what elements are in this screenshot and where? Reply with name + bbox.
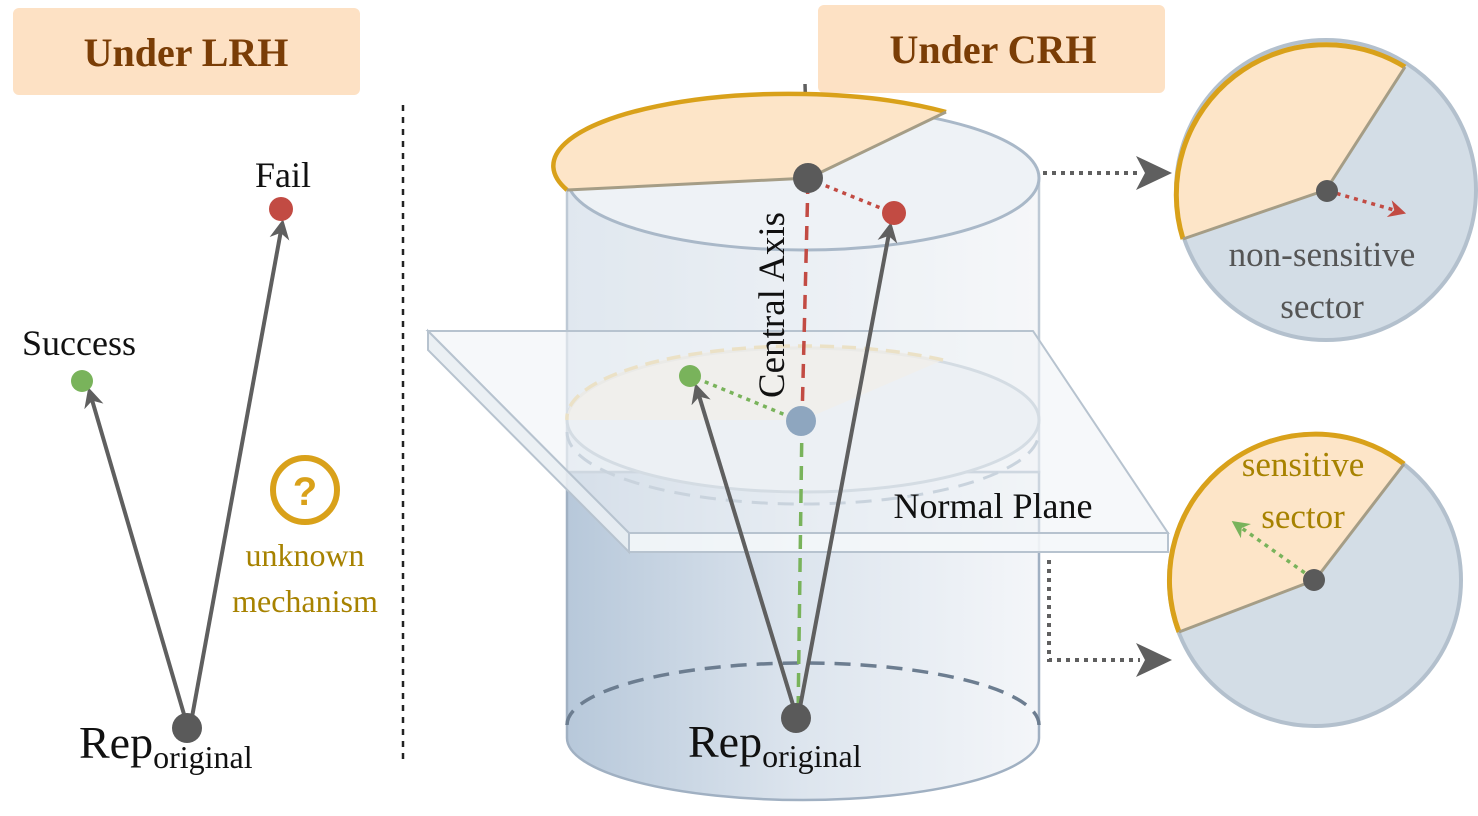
crh-title-box xyxy=(818,5,1165,93)
bottom-inset-green-arrow xyxy=(1231,520,1314,580)
top-inset-edge-b xyxy=(1182,188,1327,241)
bottom-inset-arrowhead xyxy=(1136,643,1172,677)
axis-center-point xyxy=(786,406,816,436)
crh-success-arrow xyxy=(691,383,799,719)
cylinder-lower-body xyxy=(565,470,1041,802)
unknown-line1: unknown xyxy=(245,537,364,573)
crh-success-point xyxy=(679,365,701,387)
lrh-rep-sub: original xyxy=(153,739,253,775)
top-sector-edge-b xyxy=(566,176,810,192)
top-sector-edge-a xyxy=(808,110,947,180)
question-icon xyxy=(270,455,340,525)
lrh-rep-main: Rep xyxy=(79,717,153,768)
crh-title: Under CRH xyxy=(889,27,1096,72)
crh-rep-label: Reporiginal xyxy=(688,716,862,774)
lrh-title: Under LRH xyxy=(84,30,289,75)
question-mark: ? xyxy=(293,470,317,514)
sensitive-line2: sector xyxy=(1261,497,1345,536)
non-sensitive-line1: non-sensitive xyxy=(1229,235,1416,274)
bottom-inset-edge-b xyxy=(1178,578,1316,634)
bottom-inset: sensitive sector xyxy=(1166,431,1463,728)
crh-rep-sub: original xyxy=(762,738,862,774)
fail-arrow xyxy=(188,219,290,729)
sensitive-line1: sensitive xyxy=(1242,445,1364,484)
top-inset-arrowhead xyxy=(1136,156,1172,190)
bottom-inset-edge-a xyxy=(1313,463,1406,581)
fail-label: Fail xyxy=(255,155,311,195)
cylinder-bottom-back xyxy=(565,661,1041,726)
unknown-line2: mechanism xyxy=(232,583,378,619)
top-sector-arc xyxy=(551,91,947,192)
success-label: Success xyxy=(22,323,136,363)
cross-section-front-edge xyxy=(565,431,1041,506)
crh-fail-arrow xyxy=(796,222,898,719)
axis-top-point xyxy=(793,163,823,193)
bottom-inset-center xyxy=(1303,569,1325,591)
lrh-panel: Under LRH Fail Success ? unknown mechani… xyxy=(13,8,378,775)
crh-origin-point xyxy=(781,703,811,733)
top-sector xyxy=(553,93,946,190)
fail-deviation xyxy=(808,177,894,215)
central-axis-label: Central Axis xyxy=(752,212,793,398)
top-inset: non-sensitive sector xyxy=(1173,38,1478,342)
axis-red-segment xyxy=(800,179,810,421)
crh-panel: Under CRH xyxy=(425,5,1170,802)
top-inset-sector xyxy=(1176,44,1405,239)
lrh-fail-point xyxy=(269,197,293,221)
axis-green-segment xyxy=(796,419,804,719)
success-arrow xyxy=(84,387,190,729)
bottom-inset-connector xyxy=(1047,560,1140,662)
non-sensitive-line2: sector xyxy=(1280,287,1364,326)
lrh-success-point xyxy=(71,370,93,392)
normal-plane-side xyxy=(427,328,630,555)
bottom-inset-sector xyxy=(1169,434,1404,632)
top-inset-sector-arc xyxy=(1173,42,1407,240)
top-inset-center xyxy=(1316,180,1338,202)
success-deviation xyxy=(690,374,801,423)
bottom-inset-sector-arc xyxy=(1166,431,1406,633)
lrh-title-box xyxy=(13,8,360,95)
top-inset-red-arrow xyxy=(1327,189,1407,218)
top-inset-edge-a xyxy=(1324,66,1407,191)
lrh-origin-point xyxy=(172,713,202,743)
crh-fail-point xyxy=(882,201,906,225)
lrh-rep-label: Reporiginal xyxy=(79,717,253,775)
normal-plane-front xyxy=(628,532,1169,553)
crh-rep-main: Rep xyxy=(688,716,762,767)
normal-plane-label: Normal Plane xyxy=(894,486,1093,526)
